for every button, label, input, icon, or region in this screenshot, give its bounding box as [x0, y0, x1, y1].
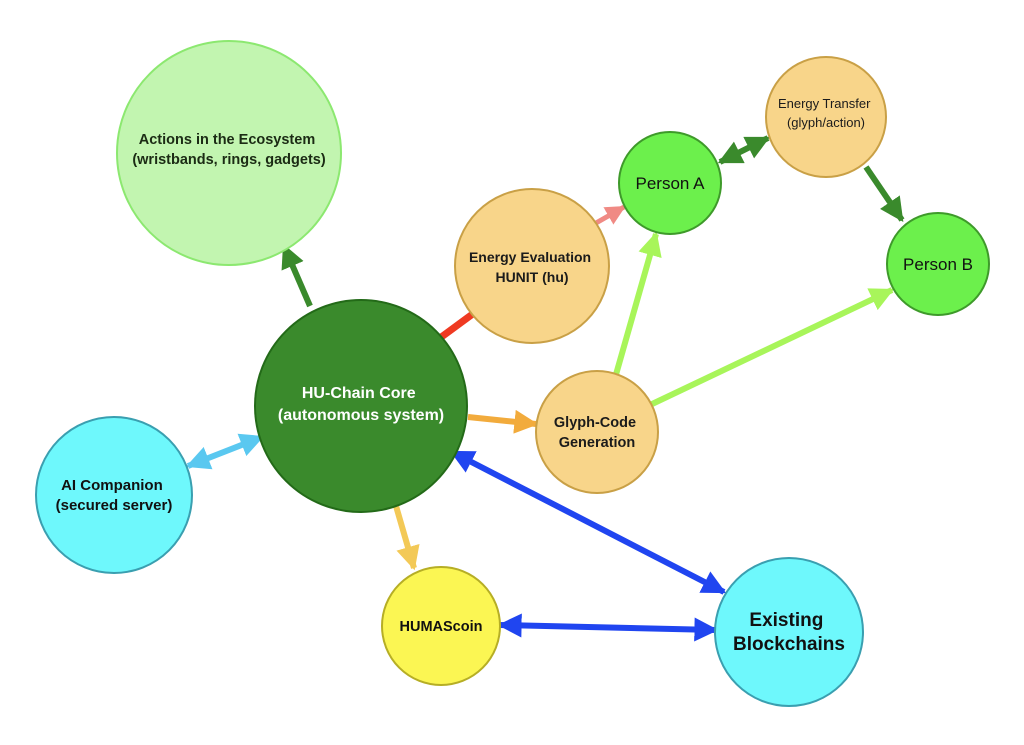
- node-glyph-code-line1: Glyph-Code: [554, 415, 636, 431]
- node-person-a-circle: [618, 131, 722, 235]
- node-glyph-code-circle: [535, 370, 659, 494]
- edge-glyph-person-a: [612, 231, 662, 379]
- node-ai-companion[interactable]: AI Companion (secured server): [35, 416, 193, 574]
- svg-text:HU-Chain Core (autonomou: HU-Chain Core (autonomous system): [278, 385, 444, 424]
- node-person-a[interactable]: Person A: [618, 131, 722, 235]
- node-energy-eval-line1: Energy Evaluation: [469, 249, 591, 265]
- node-energy-transfer[interactable]: Energy Transfer (glyph/action): [765, 56, 887, 178]
- node-ai-companion-line2: (secured server): [56, 497, 173, 514]
- node-humascoin-circle: [381, 566, 501, 686]
- svg-text:AI Companion (secured se: AI Companion (secured server): [56, 477, 173, 514]
- node-energy-eval-circle: [454, 188, 610, 344]
- svg-text:Energy Evaluation HUNIT: Energy Evaluation HUNIT (hu): [469, 249, 595, 285]
- edge-energy-eval-person-a: [594, 204, 626, 226]
- node-ai-companion-circle: [35, 416, 193, 574]
- edge-energy-transfer-person-b: [863, 165, 905, 222]
- node-energy-eval-line2: HUNIT (hu): [495, 269, 568, 285]
- node-core-line2: (autonomous system): [278, 407, 444, 424]
- node-blockchains-circle: [714, 557, 864, 707]
- edge-core-blockchains: [449, 449, 727, 595]
- svg-text:Glyph-Code Generation: Glyph-Code Generation: [554, 415, 640, 451]
- node-energy-transfer-line2: (glyph/action): [787, 115, 865, 130]
- node-core-line1: HU-Chain Core: [302, 385, 416, 402]
- edge-glyph-person-b: [648, 287, 895, 408]
- node-energy-transfer-line1: Energy Transfer: [778, 96, 871, 111]
- node-energy-eval[interactable]: Energy Evaluation HUNIT (hu): [454, 188, 610, 344]
- edge-core-actions: [281, 243, 313, 308]
- node-humascoin[interactable]: HUMAScoin: [381, 566, 501, 686]
- node-person-b-circle: [886, 212, 990, 316]
- node-actions-line1: Actions in the Ecosystem: [139, 132, 315, 148]
- edge-humascoin-blockchains: [497, 613, 719, 642]
- node-energy-transfer-circle: [765, 56, 887, 178]
- node-ai-companion-line1: AI Companion: [61, 477, 163, 494]
- node-actions-circle: [116, 40, 342, 266]
- node-humascoin-label: HUMAScoin: [400, 619, 483, 635]
- node-person-b[interactable]: Person B: [886, 212, 990, 316]
- node-person-a-label: Person A: [636, 174, 706, 193]
- node-blockchains-line1: Existing: [749, 610, 823, 631]
- edge-core-glyph: [467, 409, 539, 434]
- svg-text:Actions in the Ecosystem: Actions in the Ecosystem (wristbands, ri…: [132, 132, 326, 168]
- node-glyph-code-line2: Generation: [559, 435, 636, 451]
- node-actions-line2: (wristbands, rings, gadgets): [132, 152, 326, 168]
- edge-core-ai-companion: [185, 433, 265, 470]
- node-blockchains[interactable]: Existing Blockchains: [714, 557, 864, 707]
- edge-core-humascoin: [393, 505, 420, 571]
- svg-text:Existing Blockchains: Existing Blockchains: [733, 610, 845, 655]
- node-glyph-code[interactable]: Glyph-Code Generation: [535, 370, 659, 494]
- node-actions[interactable]: Actions in the Ecosystem (wristbands, ri…: [116, 40, 342, 266]
- edge-person-a-energy-transfer: [717, 135, 771, 165]
- node-person-b-label: Person B: [903, 255, 973, 274]
- node-core[interactable]: HU-Chain Core (autonomous system): [254, 299, 468, 513]
- node-blockchains-line2: Blockchains: [733, 634, 845, 655]
- edges: [185, 135, 905, 642]
- node-core-circle: [254, 299, 468, 513]
- edge-core-energy-eval: [437, 310, 477, 341]
- svg-text:Energy Transfer (glyph/a: Energy Transfer (glyph/action): [778, 96, 874, 130]
